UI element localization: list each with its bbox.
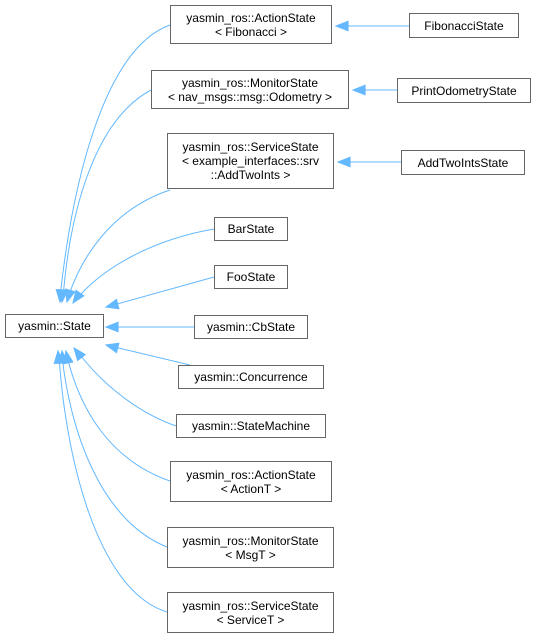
node-label: AddTwoIntsState [417,155,509,170]
node-label-line-2: < nav_msgs::msg::Odometry > [167,89,333,104]
node-monitor-state-odometry[interactable]: yasmin_ros::MonitorState < nav_msgs::msg… [151,70,349,109]
node-service-state-service-t[interactable]: yasmin_ros::ServiceState < ServiceT > [167,592,334,633]
node-label-line-2: < Fibonacci > [214,24,288,39]
inheritance-edge-1 [62,89,152,299]
inheritance-arrowhead-6 [104,342,120,354]
node-action-state-fibonacci[interactable]: yasmin_ros::ActionState < Fibonacci > [170,5,332,44]
inheritance-edge-6 [109,345,191,366]
grandchild-arrowhead-0 [334,20,349,32]
inheritance-edge-0 [59,24,171,299]
inheritance-edge-3 [75,228,215,301]
node-action-state-action-t[interactable]: yasmin_ros::ActionState < ActionT > [170,461,332,502]
node-foo-state[interactable]: FooState [214,265,288,289]
node-label: yasmin::Concurrence [194,370,308,384]
node-label: yasmin::StateMachine [191,419,311,433]
inheritance-edge-9 [61,355,168,548]
node-add-two-ints-state[interactable]: AddTwoIntsState [401,150,525,175]
grandchild-arrowhead-1 [351,84,366,96]
node-cb-state[interactable]: yasmin::CbState [194,315,308,339]
node-bar-state[interactable]: BarState [214,217,288,241]
node-label-line-1: yasmin_ros::MonitorState [182,533,319,548]
grandchild-arrowhead-2 [336,156,351,168]
inheritance-arrowhead-5 [104,321,119,333]
inheritance-arrowhead-1 [57,289,69,304]
node-label-line-2: < ServiceT > [216,612,285,627]
inheritance-arrowhead-3 [72,289,85,305]
node-print-odometry-state[interactable]: PrintOdometryState [397,78,531,103]
inheritance-edge-4 [109,276,215,307]
node-label: yasmin::State [18,319,91,333]
node-label-line-1: yasmin_ros::ActionState [186,10,316,25]
node-label-line-1: yasmin_ros::MonitorState [181,75,319,90]
inheritance-edge-10 [58,355,168,613]
inheritance-arrowhead-10 [53,349,65,364]
node-label-line-2: < MsgT > [225,547,276,562]
node-label-line-2: < ActionT > [220,481,282,496]
node-fibonacci-state[interactable]: FibonacciState [409,13,519,38]
node-label: yasmin::CbState [206,320,296,334]
inheritance-arrowhead-4 [104,298,120,310]
inheritance-arrowhead-7 [73,346,87,362]
node-concurrence[interactable]: yasmin::Concurrence [178,365,324,389]
node-service-state-add-two-ints[interactable]: yasmin_ros::ServiceState < example_inter… [167,133,334,189]
inheritance-edge-8 [66,355,171,482]
node-label-line-1: yasmin_ros::ActionState [186,467,316,482]
node-label: PrintOdometryState [411,83,517,98]
inheritance-edge-7 [77,351,177,427]
node-label-line-2: < example_interfaces::srv [181,154,320,168]
node-state-machine[interactable]: yasmin::StateMachine [176,414,326,438]
node-label-line-1: yasmin_ros::ServiceState [182,140,319,154]
node-label-line-3: ::AddTwoInts > [210,168,291,182]
node-monitor-state-msg-t[interactable]: yasmin_ros::MonitorState < MsgT > [167,527,334,568]
node-yasmin-state[interactable]: yasmin::State [5,314,104,338]
node-label-line-1: yasmin_ros::ServiceState [182,598,319,613]
node-label: FibonacciState [424,18,504,33]
inheritance-edge-2 [67,189,171,299]
node-label: BarState [227,222,275,236]
inheritance-arrowhead-2 [64,288,76,304]
node-label: FooState [226,270,276,284]
